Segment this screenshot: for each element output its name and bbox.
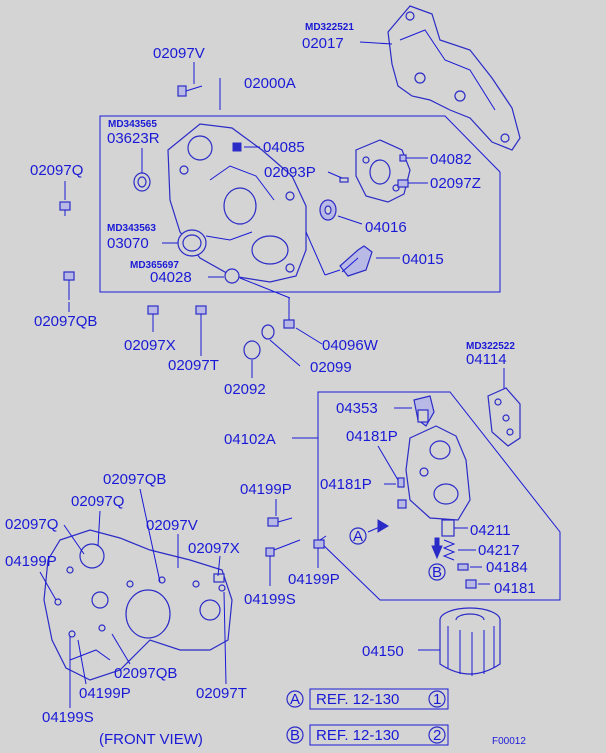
part-label-02097t-bot: 02097T: [196, 685, 247, 702]
plug-04085-icon: [232, 142, 242, 152]
bolt-04082: [399, 154, 428, 162]
part-label-04096w: 04096W: [322, 337, 379, 354]
ref-a-text: REF. 12-130: [316, 691, 399, 708]
bolt-02097t-top: [195, 305, 207, 356]
front-view-caption: (FRONT VIEW): [99, 731, 203, 748]
oil-filter-bracket: [405, 425, 471, 521]
part-label-02017: 02017: [302, 35, 344, 52]
bolt-04096w: [283, 298, 295, 329]
part-label-04181p-b: 04181P: [320, 476, 372, 493]
relief-valve-04211: [441, 519, 455, 537]
footer-code: F00012: [492, 736, 526, 747]
ref-a-number: 1: [433, 691, 441, 708]
part-label-02097qb-bot: 02097QB: [103, 471, 166, 488]
part-label-04114: 04114: [466, 351, 507, 368]
ref-b-marker-label: B: [290, 727, 300, 744]
part-label-04184: 04184: [486, 559, 528, 576]
part-label-02097q-bot1: 02097Q: [71, 493, 124, 510]
bolt-02097q-left: [59, 201, 71, 216]
spring-04217: [442, 539, 456, 561]
part-code-md365697: MD365697: [130, 260, 179, 271]
part-label-02097qb-left: 02097QB: [34, 313, 97, 330]
ref-row-b: B REF. 12-130 2: [286, 724, 449, 746]
pin-02093p: [339, 177, 349, 183]
inner-rotor-04016: [319, 199, 337, 221]
part-label-04082: 04082: [430, 151, 472, 168]
part-code-md322521: MD322521: [305, 22, 354, 33]
part-label-02097qb-bot2: 02097QB: [114, 665, 177, 682]
part-label-04199s-b: 04199S: [42, 709, 94, 726]
plug-04181p-a: [397, 499, 407, 509]
plug-04184: [457, 563, 469, 571]
ref-b-marker-icon: [286, 726, 304, 744]
part-code-md322522: MD322522: [466, 341, 515, 352]
front-case-gasket: [387, 5, 521, 151]
ref-row-a: A REF. 12-130 1: [286, 688, 449, 710]
part-label-04199p-d: 04199P: [79, 685, 131, 702]
bolt-04199s-a: [265, 539, 301, 557]
part-label-02092: 02092: [224, 381, 266, 398]
part-label-02097q-bot2: 02097Q: [5, 516, 58, 533]
part-label-02097v-top: 02097V: [153, 45, 205, 62]
arrow-a-icon: [377, 519, 389, 533]
assembly-box: [99, 115, 501, 293]
part-label-02097z: 02097Z: [430, 175, 481, 192]
part-label-03070: 03070: [107, 235, 149, 252]
plug-04181: [465, 579, 477, 589]
part-label-04015: 04015: [402, 251, 444, 268]
part-label-02000a: 02000A: [244, 75, 296, 92]
bolt-02097x-top: [147, 305, 159, 332]
marker-b-icon: [428, 563, 446, 581]
part-label-02097x-top: 02097X: [124, 337, 176, 354]
marker-a-icon: [349, 527, 367, 545]
bolt-02097z: [397, 179, 428, 188]
part-label-02097v-bot: 02097V: [146, 517, 198, 534]
ref-b-number: 2: [433, 727, 441, 744]
bolt-02097v-top: [177, 85, 203, 97]
part-label-02097x-bot: 02097X: [188, 540, 240, 557]
part-label-04353: 04353: [336, 400, 378, 417]
gasket-02092: [243, 340, 261, 360]
plug-04181p-b: [397, 477, 405, 488]
bolt-04199p-b: [313, 535, 327, 549]
part-label-04199p-a: 04199P: [240, 481, 292, 498]
ref-a-marker-label: A: [290, 691, 300, 708]
part-label-04181: 04181: [494, 580, 536, 597]
part-label-02099: 02099: [310, 359, 352, 376]
part-label-04217: 04217: [478, 542, 520, 559]
oil-filter-04150: [439, 607, 501, 676]
part-code-md343565: MD343565: [108, 119, 157, 130]
part-label-04199p-c: 04199P: [5, 553, 57, 570]
front-view-case: [43, 529, 233, 681]
part-label-03623r: 03623R: [107, 130, 160, 147]
part-label-04199p-b: 04199P: [288, 571, 340, 588]
part-label-04016: 04016: [365, 219, 407, 236]
part-label-04102a: 04102A: [224, 431, 276, 448]
bolt-02097qb-left: [63, 271, 75, 300]
part-label-04199s-a: 04199S: [244, 591, 296, 608]
part-label-02093p: 02093P: [264, 164, 316, 181]
part-label-02097t-top: 02097T: [168, 357, 219, 374]
o-ring-02099: [261, 324, 275, 340]
part-label-04211: 04211: [470, 522, 511, 539]
bolt-04199p-a: [267, 517, 293, 527]
part-label-04085: 04085: [263, 139, 305, 156]
part-label-04150: 04150: [362, 643, 404, 660]
bracket-gasket-04114: [487, 387, 521, 447]
part-label-04028: 04028: [150, 269, 192, 286]
part-label-04181p-a: 04181P: [346, 428, 398, 445]
part-code-md343563: MD343563: [107, 223, 156, 234]
ref-a-marker-icon: [286, 690, 304, 708]
oil-seal-04028: [224, 268, 240, 284]
oil-pump-cover: [355, 139, 411, 203]
oil-pressure-switch-04353: [413, 395, 435, 427]
outer-rotor-shaft-04015: [339, 245, 373, 277]
marker-a-label: A: [353, 528, 363, 545]
ref-b-text: REF. 12-130: [316, 727, 399, 744]
marker-b-label: B: [432, 564, 442, 581]
part-label-02097q-left: 02097Q: [30, 162, 83, 179]
